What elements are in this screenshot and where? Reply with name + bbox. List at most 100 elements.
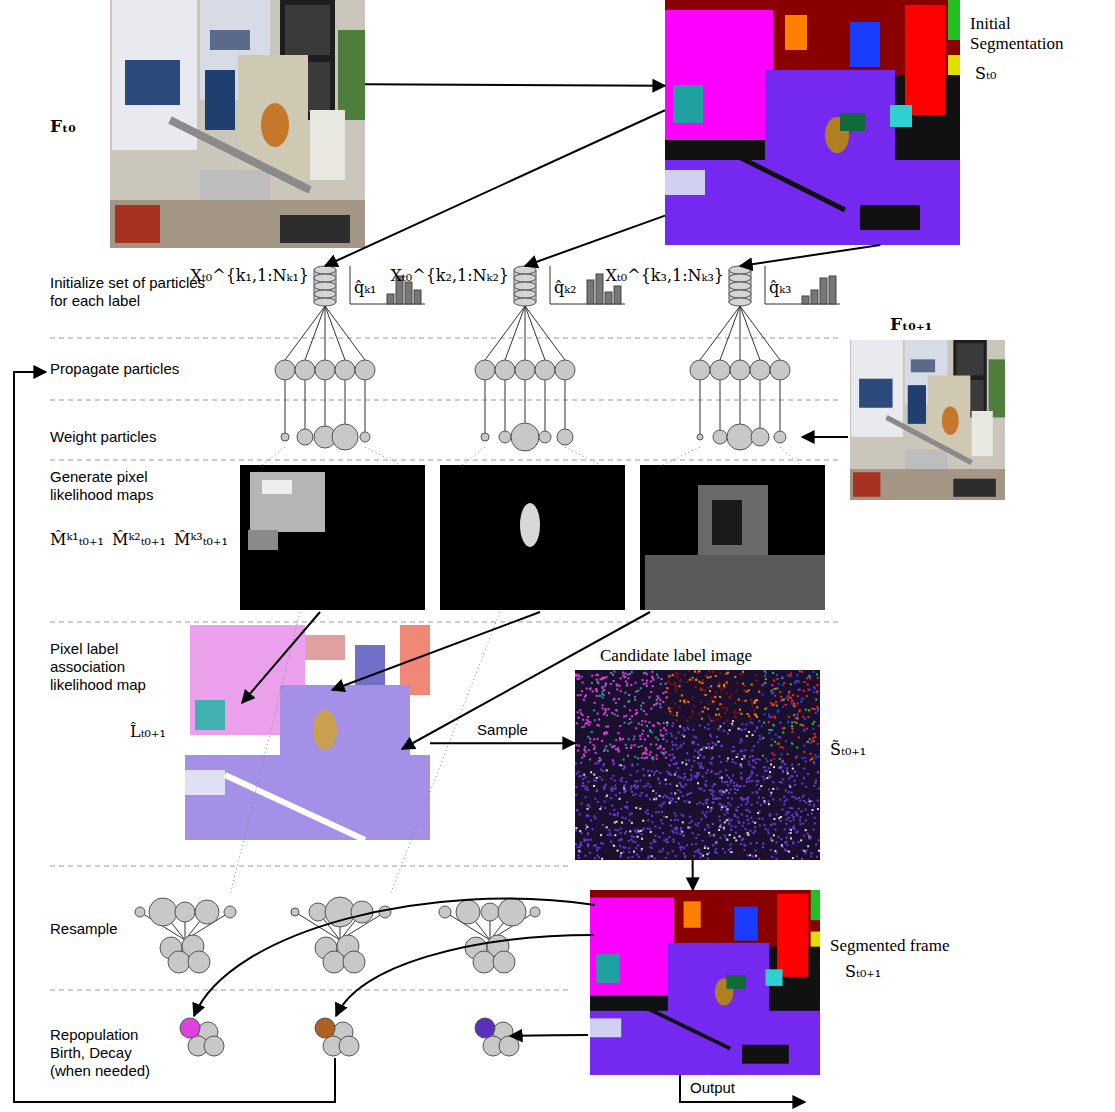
candidate-speckles	[733, 837, 735, 839]
candidate-speckles	[803, 745, 805, 747]
candidate-speckles	[788, 791, 790, 793]
particle-tree	[325, 306, 345, 360]
dotted-guide-lines	[262, 447, 285, 465]
candidate-speckles	[744, 728, 746, 730]
candidate-speckles	[781, 782, 783, 784]
candidate-speckles	[746, 778, 748, 780]
candidate-speckles	[575, 843, 577, 845]
candidate-speckles	[804, 718, 806, 720]
candidate-speckles	[692, 696, 694, 698]
candidate-speckles	[683, 742, 685, 744]
candidate-speckles	[588, 749, 590, 751]
candidate-speckles	[744, 757, 746, 759]
candidate-speckles	[777, 709, 779, 711]
candidate-speckles	[614, 822, 616, 824]
likelihood-map-3	[712, 500, 742, 545]
candidate-speckles	[724, 835, 726, 837]
candidate-speckles	[663, 722, 665, 724]
candidate-speckles	[738, 699, 740, 701]
candidate-speckles	[741, 700, 743, 702]
candidate-speckles	[586, 814, 588, 816]
map-label: M̂ᵏ³ₜ₀₊₁	[174, 530, 228, 549]
candidate-speckles	[792, 841, 794, 843]
candidate-speckles	[593, 709, 595, 711]
candidate-speckles	[748, 714, 750, 716]
resample-tree	[439, 906, 451, 918]
candidate-speckles	[623, 788, 625, 790]
candidate-speckles	[714, 696, 716, 698]
candidate-speckles	[810, 852, 812, 854]
particle-tree	[499, 431, 511, 443]
candidate-speckles	[817, 772, 819, 774]
candidate-speckles	[631, 715, 633, 717]
candidate-speckles	[796, 674, 798, 676]
candidate-speckles	[660, 683, 662, 685]
candidate-speckles	[583, 840, 585, 842]
candidate-speckles	[590, 687, 592, 689]
candidate-speckles	[779, 799, 781, 801]
candidate-speckles	[580, 851, 582, 853]
candidate-speckles	[688, 759, 690, 761]
candidate-speckles	[615, 702, 617, 704]
node-heading: Initial Segmentation	[970, 14, 1070, 55]
candidate-speckles	[760, 804, 762, 806]
candidate-speckles	[762, 684, 764, 686]
candidate-speckles	[575, 786, 577, 788]
candidate-speckles	[734, 788, 736, 790]
candidate-speckles	[756, 680, 758, 682]
candidate-speckles	[714, 798, 716, 800]
candidate-speckles	[791, 700, 793, 702]
candidate-speckles	[661, 851, 663, 853]
candidate-speckles	[618, 839, 620, 841]
candidate-speckles	[740, 713, 742, 715]
particle-tree	[596, 274, 603, 304]
candidate-speckles	[617, 749, 619, 751]
candidate-speckles	[786, 697, 788, 699]
association-map-picture	[313, 710, 337, 750]
candidate-speckles	[764, 682, 766, 684]
candidate-speckles	[673, 757, 675, 759]
candidate-speckles	[636, 770, 638, 772]
candidate-speckles	[699, 767, 701, 769]
candidate-speckles	[728, 823, 730, 825]
repopulation-group	[475, 1018, 519, 1056]
candidate-speckles	[747, 832, 749, 834]
candidate-speckles	[666, 687, 668, 689]
candidate-speckles	[806, 677, 808, 679]
candidate-speckles	[754, 830, 756, 832]
candidate-speckles	[783, 804, 785, 806]
particle-tree	[325, 380, 326, 426]
candidate-speckles	[605, 745, 607, 747]
candidate-speckles	[790, 683, 792, 685]
candidate-speckles	[716, 736, 718, 738]
candidate-speckles	[743, 822, 745, 824]
particle-tree	[740, 306, 780, 360]
candidate-speckles	[630, 747, 632, 749]
candidate-speckles	[720, 689, 722, 691]
particle-tree	[514, 282, 536, 290]
candidate-speckles	[741, 723, 743, 725]
candidate-speckles	[575, 675, 577, 677]
candidate-speckles	[663, 801, 665, 803]
candidate-speckles	[688, 670, 690, 672]
candidate-speckles	[735, 832, 737, 834]
candidate-speckles	[781, 808, 783, 810]
candidate-speckles	[730, 829, 732, 831]
candidate-speckles	[681, 785, 683, 787]
particle-tree	[539, 431, 551, 443]
candidate-speckles	[683, 853, 685, 855]
particle-tree	[285, 380, 286, 433]
candidate-speckles	[814, 822, 816, 824]
particle-tree	[481, 433, 489, 441]
candidate-speckles	[653, 704, 655, 706]
candidate-speckles	[595, 762, 597, 764]
particle-tree	[545, 380, 546, 431]
candidate-speckles	[630, 785, 632, 787]
candidate-speckles	[763, 800, 765, 802]
candidate-speckles	[788, 851, 790, 853]
candidate-speckles	[801, 858, 803, 860]
candidate-speckles	[707, 824, 709, 826]
candidate-speckles	[774, 741, 776, 743]
candidate-speckles	[798, 680, 800, 682]
